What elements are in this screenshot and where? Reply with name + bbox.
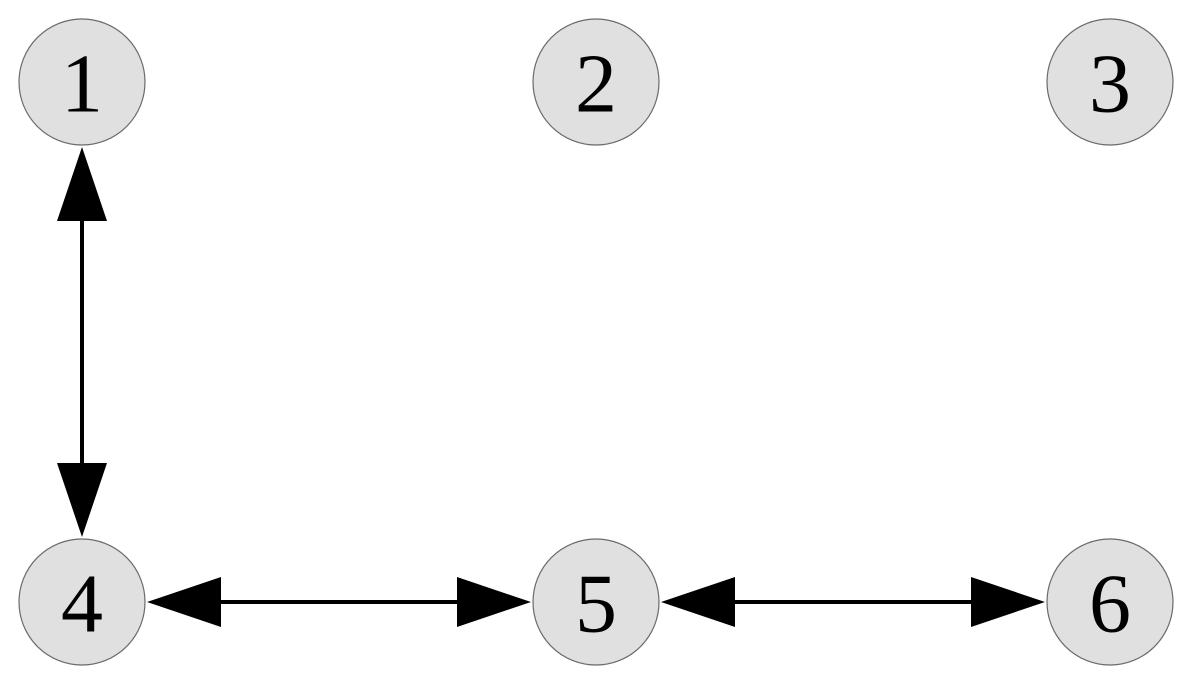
arrowhead-to-node-5 — [661, 577, 735, 627]
edge-1-4 — [57, 147, 107, 537]
node-circle — [18, 538, 146, 666]
arrowhead-to-node-1 — [57, 147, 107, 221]
nodes-layer: 1 2 3 4 5 6 — [18, 18, 1174, 666]
arrowhead-to-node-6 — [971, 577, 1045, 627]
node-1: 1 — [18, 18, 146, 146]
edge-5-6 — [661, 577, 1045, 627]
node-circle — [18, 18, 146, 146]
node-circle — [532, 538, 660, 666]
node-label: 1 — [61, 38, 103, 131]
node-label: 6 — [1089, 558, 1131, 651]
node-6: 6 — [1046, 538, 1174, 666]
edge-4-5 — [147, 577, 531, 627]
node-4: 4 — [18, 538, 146, 666]
node-circle — [1046, 18, 1174, 146]
node-circle — [532, 18, 660, 146]
node-3: 3 — [1046, 18, 1174, 146]
edges-layer — [57, 147, 1045, 627]
node-circle — [1046, 538, 1174, 666]
node-label: 5 — [575, 558, 617, 651]
node-label: 3 — [1089, 38, 1131, 131]
arrowhead-to-node-4 — [57, 463, 107, 537]
node-2: 2 — [532, 18, 660, 146]
node-5: 5 — [532, 538, 660, 666]
node-label: 4 — [61, 558, 103, 651]
node-label: 2 — [575, 38, 617, 131]
arrowhead-to-node-5 — [457, 577, 531, 627]
arrowhead-to-node-4 — [147, 577, 221, 627]
